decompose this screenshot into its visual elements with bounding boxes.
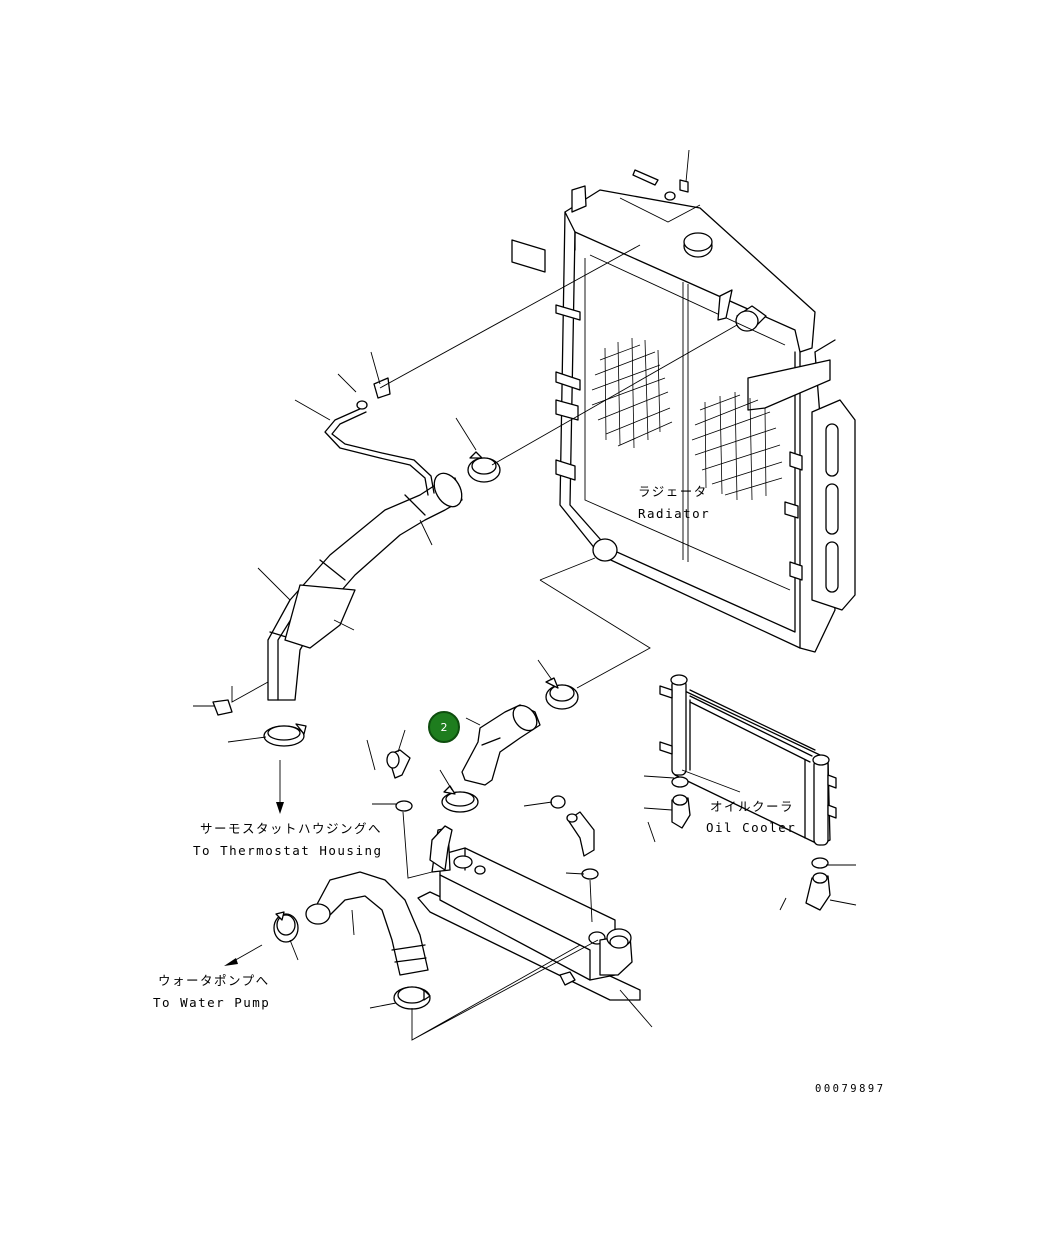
water-pump-label-en: To Water Pump bbox=[153, 995, 271, 1010]
thermostat-housing-label-jp: サーモスタットハウジングへ bbox=[200, 821, 383, 836]
small-elbow-hose bbox=[429, 825, 453, 871]
radiator-core-mesh bbox=[591, 337, 783, 501]
oil-cooler-label-jp: オイルクーラ bbox=[710, 799, 795, 814]
oil-cooler-label-en: Oil Cooler bbox=[706, 820, 797, 835]
lower-hose bbox=[305, 871, 429, 976]
fittings bbox=[212, 169, 831, 911]
leader-lines bbox=[193, 149, 857, 1041]
radiator bbox=[511, 185, 856, 653]
hose-clamps bbox=[263, 289, 733, 1010]
water-pump-label-jp: ウォータポンプへ bbox=[158, 973, 270, 988]
oil-cooler bbox=[659, 674, 837, 846]
hose-2 bbox=[461, 704, 541, 786]
direction-arrows bbox=[224, 802, 284, 966]
part-callout-2[interactable]: 2 bbox=[428, 711, 460, 743]
radiator-label-jp: ラジェータ bbox=[638, 484, 708, 499]
drawing-number: 00079897 bbox=[815, 1083, 886, 1095]
radiator-label-en: Radiator bbox=[638, 506, 711, 521]
breather-tube bbox=[324, 400, 435, 496]
upper-hose bbox=[267, 472, 463, 701]
thermostat-housing-label-en: To Thermostat Housing bbox=[193, 843, 383, 858]
